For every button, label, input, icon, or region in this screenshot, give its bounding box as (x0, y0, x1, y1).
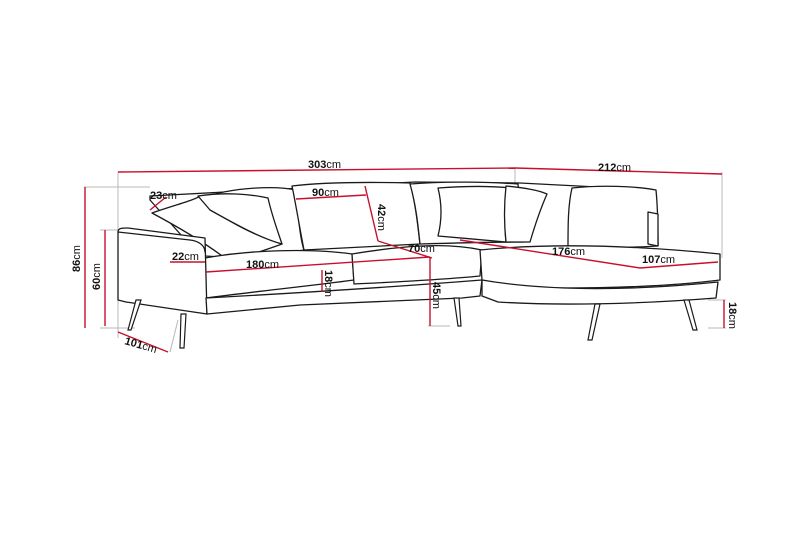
dimline-total-width (117, 167, 516, 173)
back-cushion-4 (567, 185, 659, 249)
dimension-labels: 303cm 212cm 23cm 90cm 42cm 86cm 60cm 22c… (71, 159, 738, 356)
throw-pillow-3 (437, 185, 513, 243)
leg-chaise-front (587, 303, 601, 341)
dimension-lines (84, 167, 725, 353)
label-total-height: 86cm (71, 245, 83, 272)
label-seat-cushion-height: 18cm (322, 270, 334, 297)
dimline-chaise-depth (639, 261, 719, 269)
dimline-chaise-length (459, 239, 641, 269)
left-arm-top (117, 231, 206, 253)
leg-mid (453, 297, 462, 327)
label-seat-depth: 70cm (408, 243, 435, 255)
dimline-total-depth (117, 331, 169, 353)
label-arm-width: 22cm (172, 251, 199, 263)
chaise-back-side (647, 211, 659, 247)
label-chaise-depth: 107cm (642, 254, 675, 266)
dimline-back-height (364, 185, 379, 242)
label-leg-height: 18cm (726, 302, 738, 329)
leg-chaise-back (683, 299, 698, 331)
label-seat-height: 45cm (430, 282, 442, 309)
chaise-cushion (479, 245, 721, 289)
label-chaise-width: 212cm (598, 162, 631, 174)
dimline-seat-width (205, 256, 431, 273)
label-seat-width: 180cm (246, 259, 279, 271)
label-back-cushion-width: 90cm (312, 187, 339, 199)
label-back-cushion-depth: 23cm (150, 190, 177, 202)
throw-pillow-2 (197, 193, 283, 245)
left-arm (117, 227, 208, 315)
dimline-back-cushion-depth (149, 196, 167, 211)
label-total-width: 303cm (308, 159, 341, 171)
label-arm-height: 60cm (91, 263, 103, 290)
guide-lines (84, 168, 726, 353)
throw-pillow-4 (503, 185, 548, 243)
sofa-base (205, 279, 483, 315)
label-chaise-length: 176cm (552, 246, 585, 258)
dimline-chaise-width (514, 167, 723, 175)
dimline-seat-depth (377, 240, 433, 259)
chaise-base (481, 279, 719, 305)
label-back-height: 42cm (375, 204, 387, 231)
label-total-depth: 101cm (123, 335, 158, 356)
sofa-drawing (117, 181, 721, 349)
dimline-back-cushion-width (295, 194, 367, 200)
leg-back-left (127, 299, 142, 331)
leg-front-left (179, 313, 187, 349)
